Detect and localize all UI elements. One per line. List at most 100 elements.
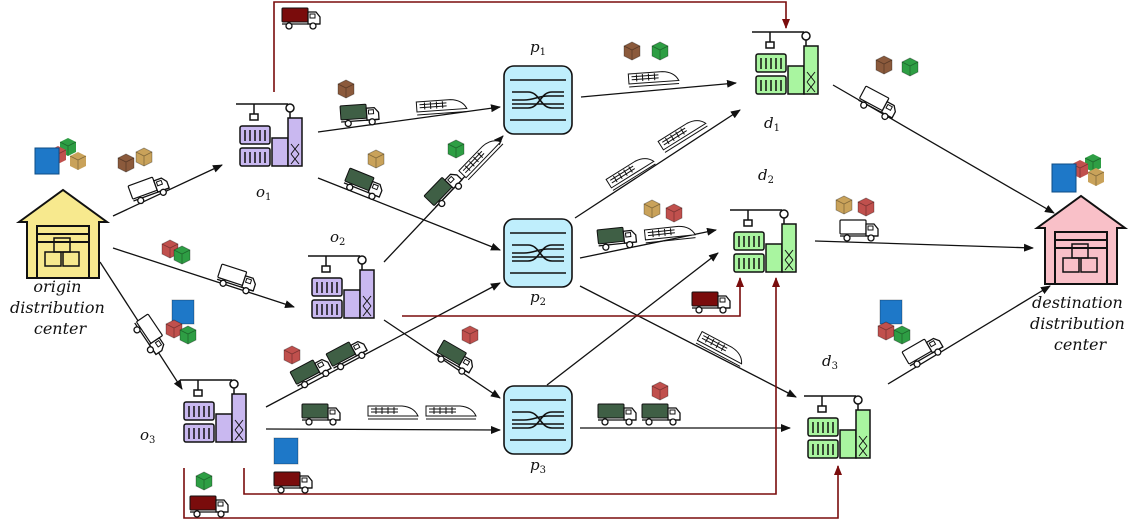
truck-icon (339, 102, 381, 128)
edge-origin-o2 (112, 247, 295, 309)
label-o2: o2 (330, 228, 345, 248)
origin-label-line2: distribution (10, 298, 105, 317)
cargo-box-icon (273, 437, 299, 465)
edge-o1-p1 (317, 104, 501, 133)
cargo-box-icon (171, 299, 195, 325)
cargo-box-icon (875, 55, 893, 75)
truck-icon (281, 7, 321, 30)
route-o1-d1-direct (273, 1, 790, 92)
cargo-box-icon (651, 41, 669, 61)
cargo-box-icon (337, 79, 355, 99)
cargo-box-icon (367, 149, 385, 169)
cargo-box-icon (901, 57, 919, 77)
destination-port-d1 (751, 31, 819, 95)
label-d3: d3 (822, 352, 838, 372)
cargo-box-icon (135, 147, 153, 167)
hub-p1 (503, 65, 573, 135)
route-o3-d3-direct (183, 465, 842, 519)
truck-icon (325, 335, 371, 374)
edge-o3-p2 (265, 282, 501, 408)
truck-icon (127, 172, 172, 207)
edge-d3-dest (887, 285, 1051, 385)
cargo-boxes (117, 41, 919, 491)
destination-port-d3 (803, 395, 871, 459)
hub-p3 (503, 385, 573, 455)
origin-label: origin distribution center (10, 277, 110, 338)
cargo-box-icon (34, 147, 60, 175)
cargo-box-icon (117, 153, 135, 173)
cargo-box-icon (877, 321, 895, 341)
cargo-box-icon (447, 139, 465, 159)
cargo-box-icon (623, 41, 641, 61)
origin-label-line1: origin (33, 277, 81, 296)
truck-icon (641, 403, 681, 426)
label-d1: d1 (764, 114, 780, 134)
destination-label-line1: destination (1032, 293, 1123, 312)
train-icon (643, 224, 697, 244)
label-p3: p3 (530, 456, 546, 476)
edge-p1-d1 (580, 79, 737, 98)
cargo-box-icon (651, 381, 669, 401)
cargo-box-icon (643, 199, 661, 219)
truck-icon (423, 168, 467, 212)
cargo-box-icon (665, 203, 683, 223)
destination-port-d2 (729, 209, 797, 273)
direct-routes (183, 1, 842, 519)
destination-label: destination distribution center (1030, 293, 1130, 354)
origin-cargo-stack (34, 137, 87, 175)
label-o1: o1 (256, 183, 271, 203)
route-o2-d2-direct (402, 277, 744, 317)
edge-d2-dest (814, 240, 1034, 252)
origin-label-line3: center (34, 319, 88, 338)
origin-warehouse-node (18, 137, 108, 279)
truck-icon (839, 219, 879, 242)
label-d2: d2 (758, 166, 774, 186)
cargo-box-icon (461, 325, 479, 345)
train-icon (605, 152, 656, 191)
cargo-box-icon (283, 345, 301, 365)
truck-icon (596, 225, 638, 252)
destination-warehouse-node (1036, 153, 1126, 285)
black-edges (99, 79, 1055, 434)
truck-icon (273, 471, 313, 494)
edge-p2-d3 (579, 285, 797, 398)
edge-o3-p3 (265, 425, 501, 434)
node-labels: origin distribution center destination d… (10, 38, 1130, 476)
truck-icon (691, 291, 731, 314)
truck-icon (432, 339, 478, 378)
train-icon (367, 405, 419, 420)
truck-icon (301, 403, 341, 426)
edge-p3-d2 (546, 252, 719, 386)
cargo-box-icon (69, 151, 87, 171)
cargo-box-icon (195, 471, 213, 491)
train-icon (458, 134, 504, 181)
cargo-box-icon (857, 197, 875, 217)
label-p2: p2 (530, 288, 546, 308)
train-icon (627, 70, 680, 88)
truck-icon (597, 403, 637, 426)
train-icon (415, 98, 468, 116)
origin-port-o2 (307, 255, 375, 319)
cargo-box-icon (1051, 163, 1077, 193)
destination-label-line3: center (1054, 335, 1108, 354)
train-icon (425, 405, 477, 420)
truck-icon (189, 495, 229, 518)
edge-origin-o1 (112, 164, 223, 217)
cargo-box-icon (835, 195, 853, 215)
warehouse-icon (1036, 195, 1126, 285)
origin-port-o3 (179, 379, 247, 443)
hub-p2 (503, 218, 573, 288)
truck-icon (855, 85, 901, 124)
origin-port-o1 (235, 103, 303, 167)
warehouse-icon (18, 189, 108, 279)
truck-icon (214, 263, 259, 297)
edge-p2-d1 (574, 109, 741, 219)
label-o3: o3 (140, 426, 155, 446)
destination-cargo-stack (1051, 153, 1105, 193)
truck-icon (129, 313, 170, 358)
label-p1: p1 (530, 38, 546, 58)
cargo-box-icon (879, 299, 903, 325)
cargo-box-icon (893, 325, 911, 345)
route-o3-d2-direct (243, 277, 780, 495)
